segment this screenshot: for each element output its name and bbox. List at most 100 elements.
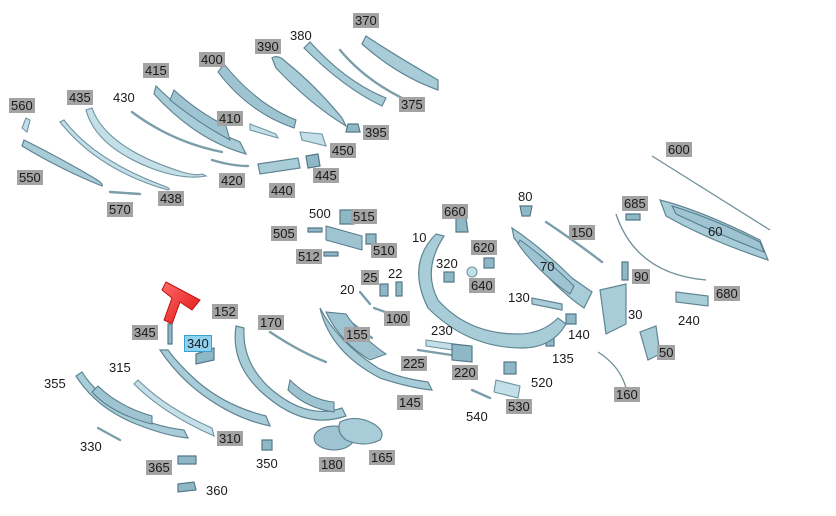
callout-640: 640 bbox=[469, 278, 495, 293]
callout-100: 100 bbox=[384, 311, 410, 326]
strip-435 bbox=[59, 119, 170, 191]
frame-165 bbox=[338, 417, 383, 445]
callout-438: 438 bbox=[158, 191, 184, 206]
callout-450: 450 bbox=[330, 143, 356, 158]
callout-160: 160 bbox=[614, 387, 640, 402]
part-540 bbox=[470, 388, 492, 400]
sensor-90 bbox=[621, 261, 629, 281]
callout-390: 390 bbox=[255, 39, 281, 54]
callout-510: 510 bbox=[371, 243, 397, 258]
clip-445 bbox=[305, 153, 321, 169]
clip-395 bbox=[345, 123, 361, 133]
part-660 bbox=[455, 217, 469, 233]
callout-420: 420 bbox=[219, 173, 245, 188]
callout-320: 320 bbox=[436, 256, 458, 271]
bumper-152-grille bbox=[287, 378, 335, 413]
callout-660: 660 bbox=[442, 204, 468, 219]
callout-380: 380 bbox=[290, 28, 312, 43]
bracket-30 bbox=[599, 283, 627, 335]
pointer-arrow bbox=[161, 281, 201, 325]
callout-50: 50 bbox=[657, 345, 676, 360]
part-530 bbox=[493, 379, 521, 399]
frame-380 bbox=[303, 41, 387, 107]
callout-135: 135 bbox=[552, 351, 574, 366]
part-130 bbox=[531, 297, 563, 311]
part-315 bbox=[158, 349, 271, 427]
strip-225 bbox=[416, 348, 460, 358]
callout-230: 230 bbox=[431, 323, 453, 338]
callout-140: 140 bbox=[568, 327, 590, 342]
callout-22: 22 bbox=[388, 266, 403, 281]
callout-180: 180 bbox=[319, 457, 345, 472]
bumper-10 bbox=[418, 233, 567, 349]
callout-540: 540 bbox=[466, 409, 488, 424]
strip-170 bbox=[268, 330, 328, 364]
part-310 bbox=[133, 379, 215, 437]
part-520 bbox=[503, 361, 517, 375]
grille-mesh-415 bbox=[169, 89, 231, 141]
callout-395: 395 bbox=[363, 125, 389, 140]
part-20 bbox=[358, 290, 372, 306]
upper-trim-group bbox=[21, 35, 439, 196]
support-bar-600 bbox=[651, 155, 771, 231]
callout-600: 600 bbox=[666, 142, 692, 157]
part-25 bbox=[379, 283, 389, 297]
callout-25: 25 bbox=[361, 270, 380, 285]
callout-430: 430 bbox=[113, 90, 135, 105]
part-22 bbox=[395, 281, 403, 297]
ring-640 bbox=[466, 266, 478, 278]
callout-370: 370 bbox=[353, 13, 379, 28]
callout-145: 145 bbox=[397, 395, 423, 410]
callout-410: 410 bbox=[217, 111, 243, 126]
bumper-group bbox=[234, 209, 567, 451]
wire-685 bbox=[615, 213, 707, 281]
callout-80: 80 bbox=[518, 189, 533, 204]
callout-130: 130 bbox=[508, 290, 530, 305]
callout-350: 350 bbox=[256, 456, 278, 471]
callout-560: 560 bbox=[9, 98, 35, 113]
callout-70: 70 bbox=[540, 259, 555, 274]
part-145 bbox=[319, 307, 434, 391]
callout-505: 505 bbox=[271, 226, 297, 241]
frame-390 bbox=[271, 56, 348, 128]
screw-512 bbox=[323, 251, 339, 257]
callout-520: 520 bbox=[531, 375, 553, 390]
callout-440: 440 bbox=[269, 183, 295, 198]
clip-80 bbox=[519, 205, 533, 217]
callout-550: 550 bbox=[17, 170, 43, 185]
strip-150 bbox=[544, 220, 604, 264]
bracket-410 bbox=[249, 123, 280, 139]
bracket-450 bbox=[299, 131, 327, 147]
sill-piece-560 bbox=[21, 117, 31, 133]
callout-225: 225 bbox=[401, 356, 427, 371]
strip-430 bbox=[85, 107, 208, 178]
part-620 bbox=[483, 257, 495, 269]
callout-315: 315 bbox=[109, 360, 131, 375]
lower-left-group bbox=[75, 281, 273, 493]
part-345 bbox=[167, 323, 173, 345]
carrier-group bbox=[511, 155, 771, 389]
grille-400 bbox=[217, 63, 297, 129]
strip-438 bbox=[108, 190, 142, 196]
callout-360: 360 bbox=[206, 483, 228, 498]
callout-515: 515 bbox=[351, 209, 377, 224]
part-350 bbox=[261, 439, 273, 451]
frame-370 bbox=[361, 35, 439, 91]
absorber-core-60 bbox=[671, 205, 765, 253]
part-365 bbox=[177, 455, 197, 465]
part-505 bbox=[307, 227, 323, 233]
part-355 bbox=[75, 371, 190, 439]
part-685 bbox=[625, 213, 641, 221]
callout-512: 512 bbox=[296, 249, 322, 264]
rail-550 bbox=[21, 139, 103, 187]
callout-60: 60 bbox=[708, 224, 723, 239]
callout-570: 570 bbox=[107, 202, 133, 217]
callout-620: 620 bbox=[471, 240, 497, 255]
callout-155: 155 bbox=[344, 327, 370, 342]
callout-165: 165 bbox=[369, 450, 395, 465]
callout-30: 30 bbox=[628, 307, 643, 322]
callout-310: 310 bbox=[217, 431, 243, 446]
callout-10: 10 bbox=[412, 230, 427, 245]
callout-530: 530 bbox=[506, 399, 532, 414]
